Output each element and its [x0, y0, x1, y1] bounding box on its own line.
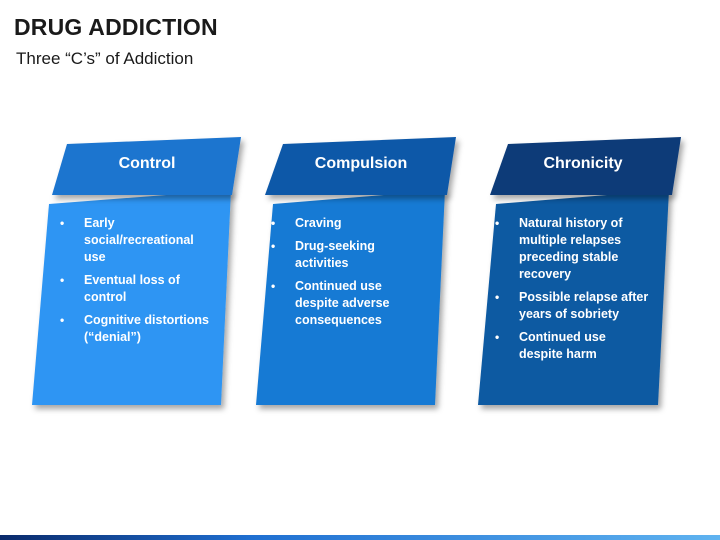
bullet-dot: • [271, 216, 276, 230]
heading-chronicity: Chronicity [543, 155, 623, 172]
bullet-dot: • [60, 313, 65, 327]
list-item: •Eventual loss of control [60, 273, 180, 304]
list-item: •Possible relapse after years of sobriet… [495, 290, 649, 321]
card-compulsion-body [256, 190, 445, 405]
bullet-dot: • [495, 216, 500, 230]
bullet-dot: • [495, 330, 500, 344]
list-item: •Drug-seeking activities [271, 239, 375, 270]
heading-control: Control [118, 155, 176, 172]
list-item: •Cognitive distortions (“denial”) [60, 313, 209, 344]
list-item: •Continued use despite harm [495, 330, 606, 361]
bullet-list-compulsion: •Craving •Drug-seeking activities •Conti… [271, 215, 411, 335]
list-item: •Continued use despite adverse consequen… [271, 279, 390, 327]
heading-compulsion: Compulsion [314, 155, 408, 172]
list-item: •Early social/recreational use [60, 216, 194, 264]
card-control-header [52, 137, 241, 195]
bullet-dot: • [60, 216, 65, 230]
bullet-list-chronicity: •Natural history of multiple relapses pr… [495, 215, 650, 369]
card-control-body [32, 190, 231, 405]
slide-title: DRUG ADDICTION [14, 14, 218, 40]
card-chronicity-body [478, 190, 669, 405]
bullet-dot: • [495, 290, 500, 304]
slide-subtitle: Three “C’s” of Addiction [16, 49, 194, 68]
list-item: •Natural history of multiple relapses pr… [495, 216, 623, 281]
bullet-list-control: •Early social/recreational use •Eventual… [60, 215, 210, 352]
card-chronicity-header [490, 137, 681, 195]
bottom-accent-bar [0, 535, 720, 540]
bullet-dot: • [271, 279, 276, 293]
list-item: •Craving [271, 216, 342, 230]
bullet-dot: • [271, 239, 276, 253]
bullet-dot: • [60, 273, 65, 287]
card-compulsion-header [265, 137, 456, 195]
